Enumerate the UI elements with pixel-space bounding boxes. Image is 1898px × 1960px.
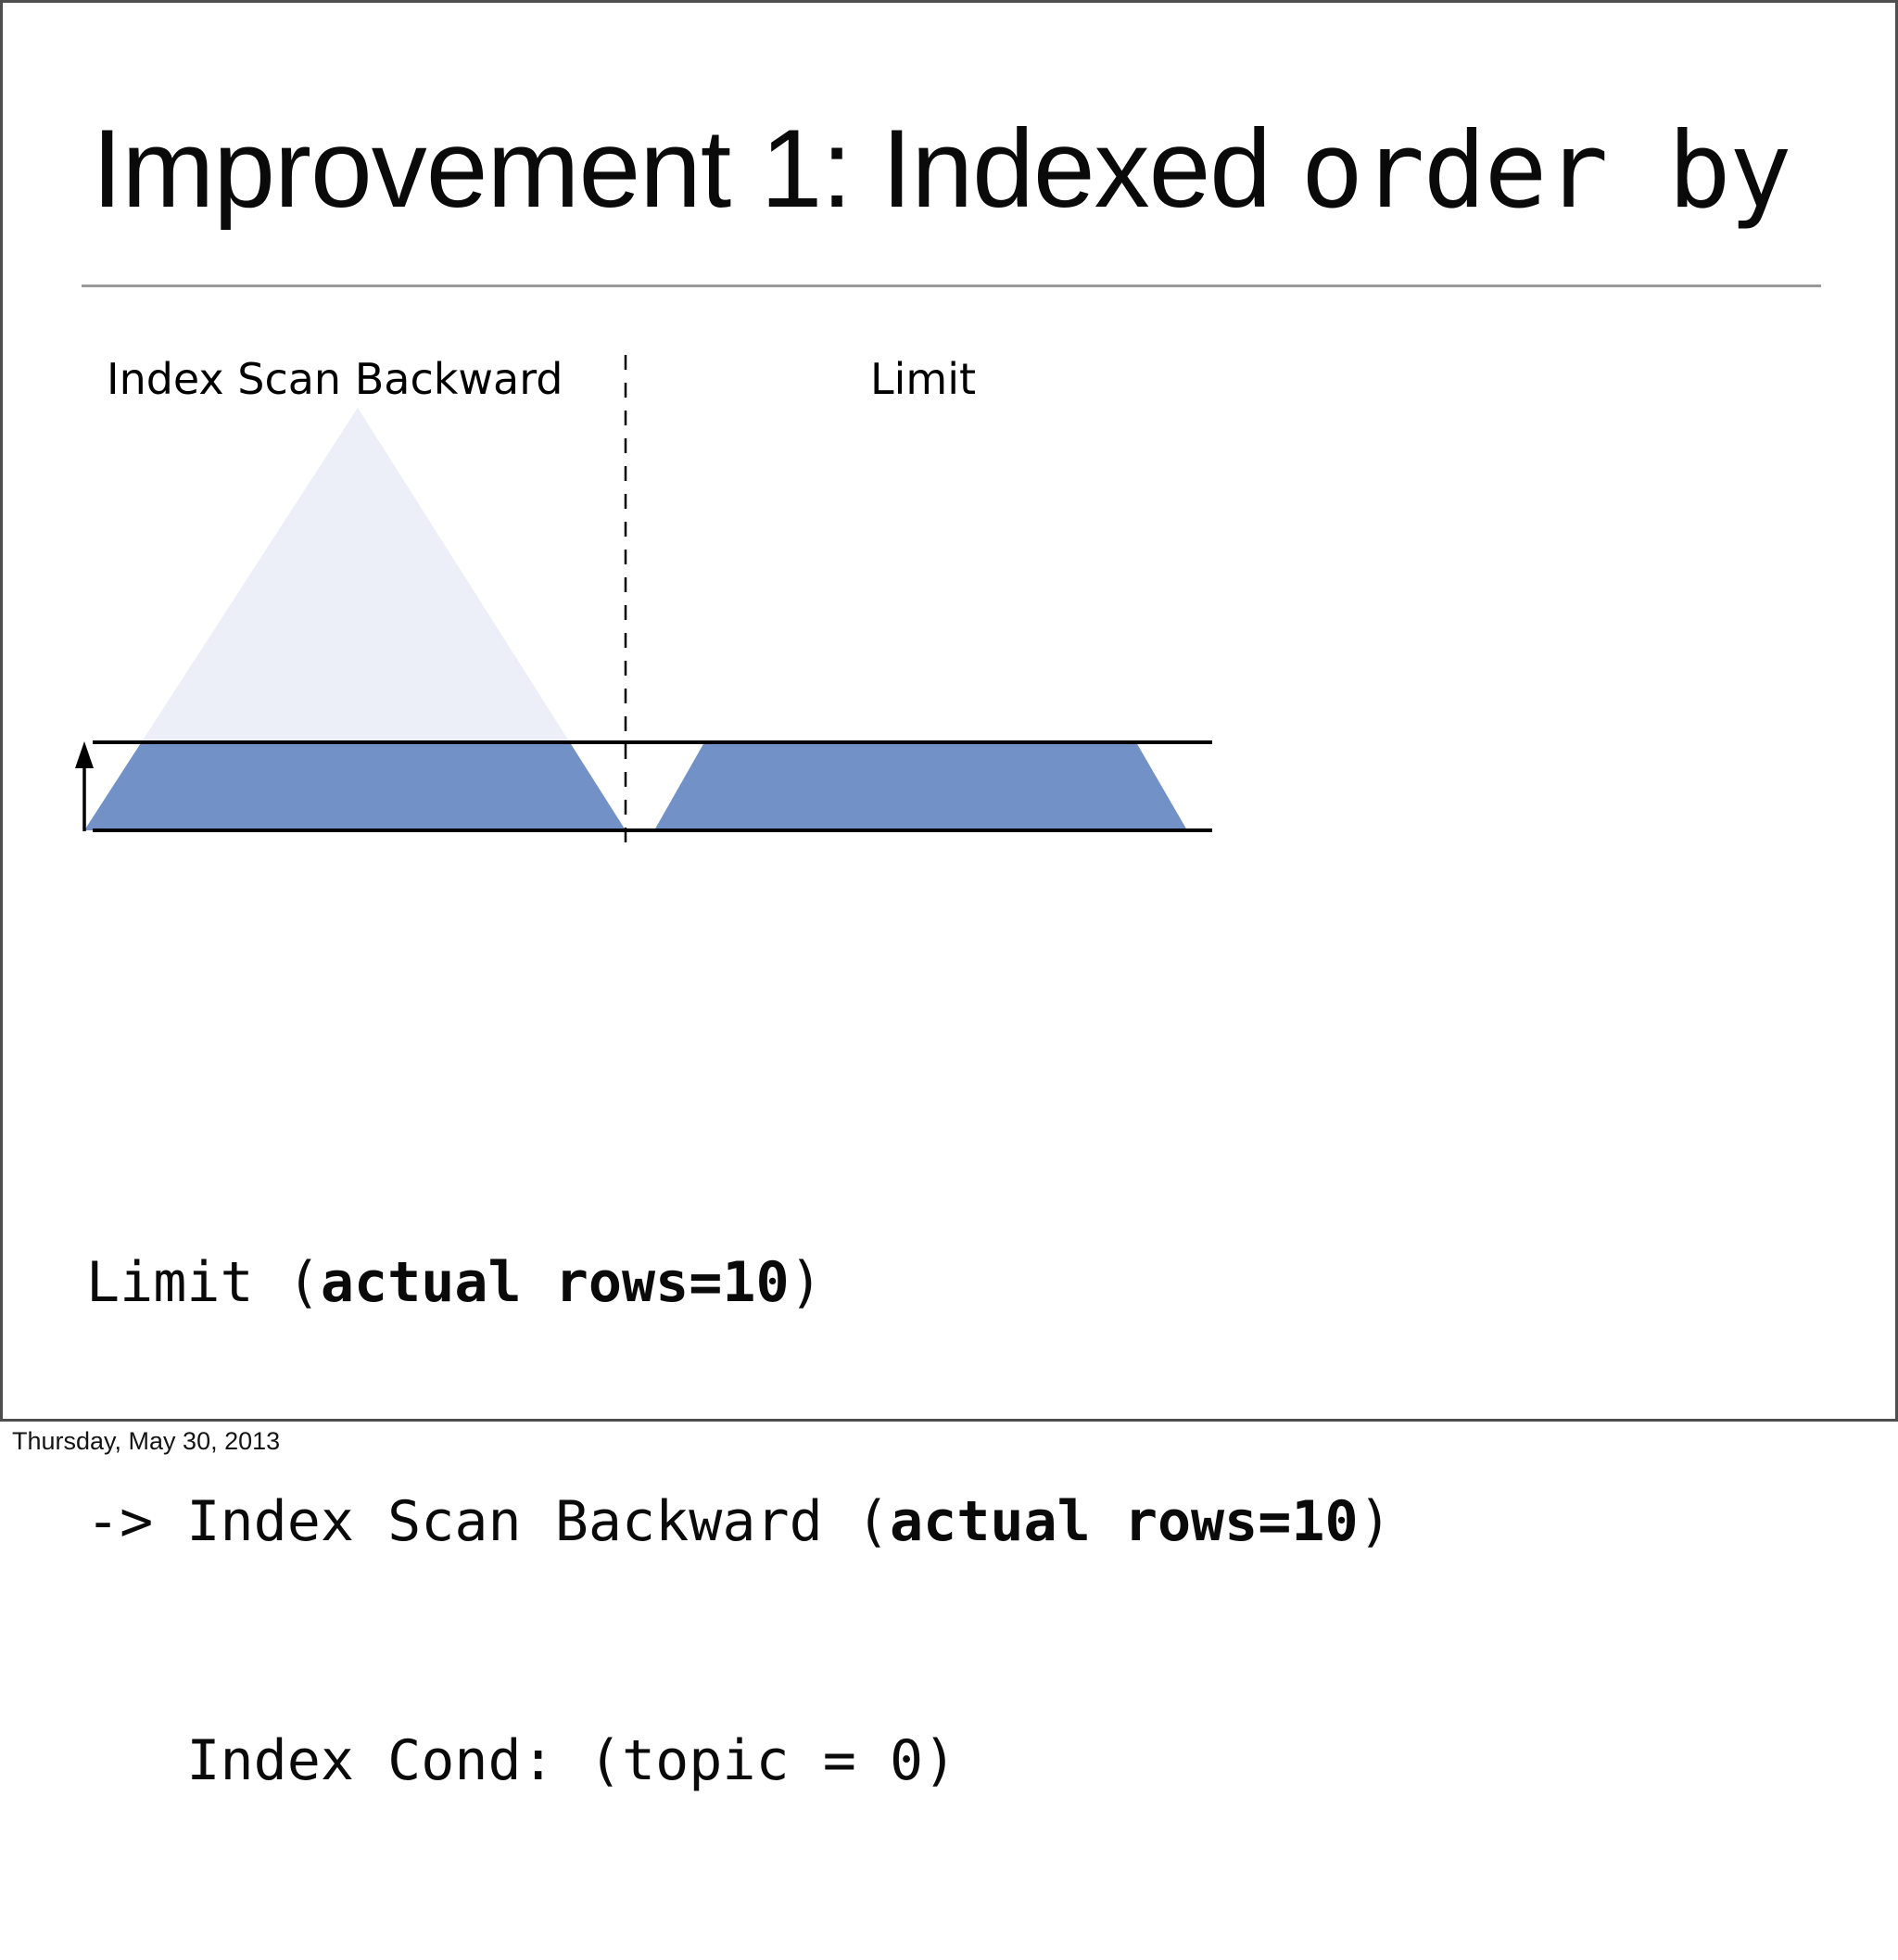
query-plan-line-3: Index Cond: (topic = 0): [86, 1721, 1392, 1801]
diagram-label-limit: Limit: [870, 354, 977, 404]
code-text: Limit (: [86, 1250, 321, 1315]
title-text: Improvement 1: Indexed: [92, 107, 1301, 231]
query-plan-code: Limit (actual rows=10) -> Index Scan Bac…: [86, 1083, 1392, 1960]
read-rows-left-shape: [84, 742, 626, 830]
limit-height-arrow-head-icon: [75, 741, 94, 768]
title-divider: [82, 285, 1821, 287]
footer-date: Thursday, May 30, 2013: [12, 1427, 281, 1455]
code-text: ): [789, 1250, 823, 1315]
query-plan-line-2: -> Index Scan Backward (actual rows=10): [86, 1482, 1392, 1562]
title-code-text: order by: [1300, 109, 1791, 232]
code-text-bold: actual rows=10: [889, 1489, 1359, 1554]
diagram-label-index-scan-backward: Index Scan Backward: [107, 354, 563, 404]
slide: Improvement 1: Indexed order by Index Sc…: [0, 0, 1898, 1793]
diagram: [75, 355, 1212, 852]
code-text: Index Cond: (topic = 0): [86, 1728, 957, 1793]
code-text-bold: actual rows=10: [320, 1250, 790, 1315]
scanned-rows-triangle: [84, 408, 626, 830]
read-rows-right-shape: [654, 742, 1187, 830]
code-text: -> Index Scan Backward (: [86, 1489, 890, 1554]
query-plan-line-1: Limit (actual rows=10): [86, 1243, 1392, 1322]
code-text: ): [1358, 1489, 1392, 1554]
page-title: Improvement 1: Indexed order by: [92, 105, 1792, 233]
